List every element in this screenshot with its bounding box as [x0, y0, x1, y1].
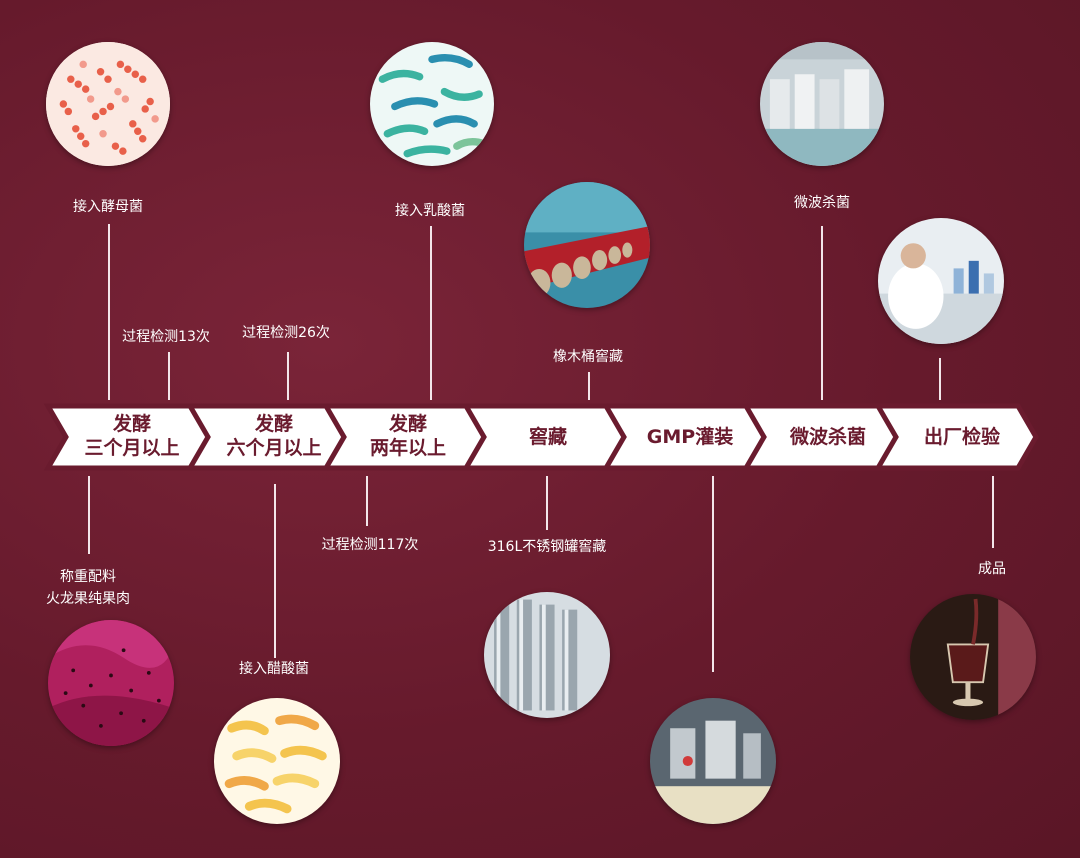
filling-machine-image [650, 698, 776, 824]
connector-acetic [274, 484, 276, 658]
lactic-bacteria-image [370, 42, 494, 166]
label-weigh: 称重配料火龙果纯果肉 [46, 569, 130, 607]
step-microwave-sterilization: 微波杀菌 [789, 426, 866, 448]
connector-oak [588, 372, 590, 400]
label-product: 成品 [978, 561, 1006, 577]
label-inspect13: 过程检测13次 [122, 329, 210, 345]
lab-inspection-image [878, 218, 1004, 344]
label-lactic: 接入乳酸菌 [395, 203, 465, 219]
label-microwave: 微波杀菌 [794, 195, 850, 211]
connector-inspect13 [168, 352, 170, 400]
oak-barrel-cellar-image [524, 182, 650, 308]
step-gmp-filling: GMP灌装 [646, 426, 734, 448]
label-inspect26: 过程检测26次 [242, 325, 330, 341]
yeast-bacteria-image [46, 42, 170, 166]
label-oak: 橡木桶窖藏 [553, 349, 623, 365]
connector-microwave [821, 226, 823, 400]
connector-product [992, 476, 994, 548]
connector-steel [546, 476, 548, 530]
acetic-bacteria-image [214, 698, 340, 824]
step-ferment-6-months: 发酵六个月以上 [226, 413, 322, 459]
connector-inspect117 [366, 476, 368, 526]
label-yeast: 接入酵母菌 [73, 199, 143, 215]
dragon-fruit-flesh-image [48, 620, 174, 746]
connector-yeast [108, 224, 110, 400]
timeline-segment-1 [43, 403, 211, 471]
step-ferment-3-months: 发酵三个月以上 [84, 413, 180, 459]
step-cellar: 窖藏 [528, 426, 567, 448]
step-factory-inspection: 出厂检验 [923, 426, 1000, 448]
connector-lab [939, 358, 941, 400]
label-inspect117: 过程检测117次 [321, 537, 419, 553]
connector-lactic [430, 226, 432, 400]
steel-tank-image [484, 592, 610, 718]
sterilization-factory-image [760, 42, 884, 166]
step-ferment-2-years: 发酵两年以上 [369, 413, 446, 459]
connector-inspect26 [287, 352, 289, 400]
label-steel: 316L不锈钢罐窖藏 [487, 539, 607, 555]
wine-glass-image [910, 594, 1036, 720]
label-acetic: 接入醋酸菌 [239, 661, 309, 677]
connector-weigh [88, 476, 90, 554]
connector-filling [712, 476, 714, 672]
